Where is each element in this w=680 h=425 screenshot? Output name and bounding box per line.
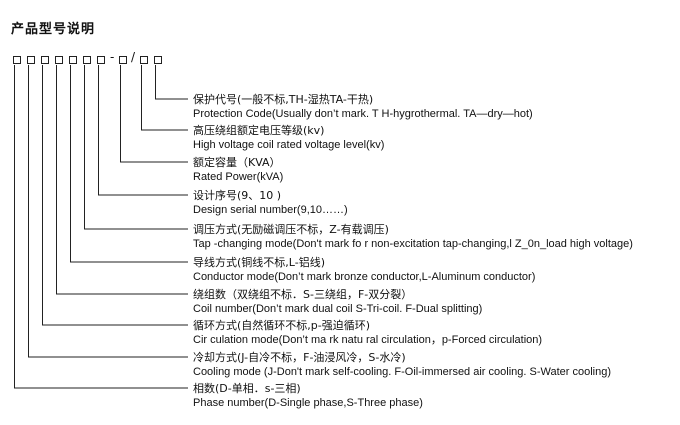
leader-rated-power bbox=[120, 65, 188, 163]
entry-en: High voltage coil rated voltage level(kv… bbox=[193, 139, 385, 151]
code-box-hv-voltage bbox=[140, 56, 148, 64]
leader-hv-voltage bbox=[141, 65, 188, 131]
entry-en: Coil number(Don’t mark dual coil S-Tri-c… bbox=[193, 303, 483, 315]
code-box-circulation bbox=[41, 56, 49, 64]
code-dash: - bbox=[110, 50, 115, 64]
code-slash: / bbox=[131, 50, 136, 64]
leader-design bbox=[98, 65, 188, 196]
entry-en: Tap -changing mode(Don't mark fo r non-e… bbox=[193, 238, 633, 250]
entry-hv-voltage: 高压绕组额定电压等级(kv) High voltage coil rated v… bbox=[193, 124, 384, 152]
entry-zh: 冷却方式(J-自冷不标，F-油浸风冷，S-水冷) bbox=[193, 351, 406, 364]
code-box-protection bbox=[154, 56, 162, 64]
code-box-design-serial bbox=[97, 56, 105, 64]
code-box-cooling bbox=[27, 56, 35, 64]
code-box-conductor bbox=[69, 56, 77, 64]
code-box-rated-power bbox=[119, 56, 127, 64]
entry-en: Design serial number(9,10……) bbox=[193, 204, 348, 216]
entry-zh: 调压方式(无励磁调压不标，Z-有载调压) bbox=[193, 223, 389, 236]
code-box-coil-number bbox=[55, 56, 63, 64]
entry-zh: 相数(D-单相．s-三相) bbox=[193, 382, 301, 395]
entry-zh: 额定容量（KVA） bbox=[193, 156, 281, 169]
entry-zh: 导线方式(铜线不标,L-铝线) bbox=[193, 256, 325, 269]
entry-tap-changing: 调压方式(无励磁调压不标，Z-有载调压) Tap -changing mode(… bbox=[193, 223, 633, 251]
entry-en: Cooling mode (J-Don't mark self-cooling.… bbox=[193, 366, 611, 378]
entry-conductor: 导线方式(铜线不标,L-铝线) Conductor mode(Don’t mar… bbox=[193, 256, 535, 284]
leader-protection bbox=[155, 65, 188, 100]
entry-zh: 循环方式(自然循环不标,p-强迫循环) bbox=[193, 319, 371, 332]
entry-en: Cir culation mode(Don’t ma rk natu ral c… bbox=[193, 334, 543, 346]
entry-zh: 高压绕组额定电压等级(kv) bbox=[193, 124, 325, 137]
entry-rated-power: 额定容量（KVA） Rated Power(kVA) bbox=[193, 156, 283, 184]
leader-cooling bbox=[28, 65, 188, 358]
code-box-phase bbox=[13, 56, 21, 64]
leader-conductor bbox=[70, 65, 188, 263]
entry-zh: 绕组数（双绕组不标．S-三绕组，F-双分裂） bbox=[193, 288, 413, 301]
leader-circulation bbox=[42, 65, 188, 326]
leader-coil bbox=[56, 65, 188, 295]
leader-tap bbox=[84, 65, 188, 230]
entry-zh: 保护代号(一般不标,TH-湿热TA-干热) bbox=[193, 93, 374, 106]
code-box-tap-changing bbox=[83, 56, 91, 64]
entry-circulation: 循环方式(自然循环不标,p-强迫循环) Cir culation mode(Do… bbox=[193, 319, 542, 347]
entry-en: Rated Power(kVA) bbox=[193, 171, 284, 183]
entry-phase-number: 相数(D-单相．s-三相) Phase number(D-Single phas… bbox=[193, 382, 423, 410]
entry-coil-number: 绕组数（双绕组不标．S-三绕组，F-双分裂） Coil number(Don’t… bbox=[193, 288, 482, 316]
entry-design-serial: 设计序号(9、10 ) Design serial number(9,10……) bbox=[193, 189, 348, 217]
entry-protection-code: 保护代号(一般不标,TH-湿热TA-干热) Protection Code(Us… bbox=[193, 93, 533, 121]
entry-cooling: 冷却方式(J-自冷不标，F-油浸风冷，S-水冷) Cooling mode (J… bbox=[193, 351, 611, 379]
entry-en: Phase number(D-Single phase,S-Three phas… bbox=[193, 397, 423, 409]
entry-en: Protection Code(Usually don’t mark. T H-… bbox=[193, 108, 533, 120]
entry-en: Conductor mode(Don’t mark bronze conduct… bbox=[193, 271, 536, 283]
entry-zh: 设计序号(9、10 ) bbox=[193, 189, 282, 202]
page-title: 产品型号说明 bbox=[11, 22, 96, 37]
leader-phase bbox=[14, 65, 188, 389]
